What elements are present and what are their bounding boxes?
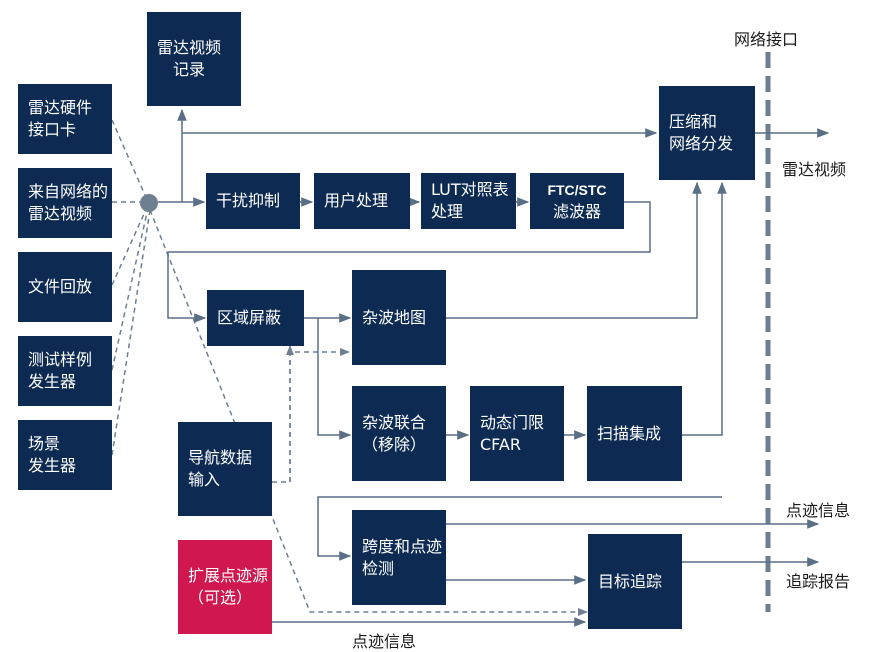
clutter-map-box: 杂波地图 <box>352 270 446 365</box>
user-processing-box: 用户处理 <box>314 173 410 229</box>
merge-node <box>140 194 158 212</box>
interference-suppression-box: 干扰抑制 <box>206 173 300 229</box>
compress-distribute-box: 压缩和 网络分发 <box>659 86 755 180</box>
network-radar-video-box: 来自网络的 雷达视频 <box>18 168 112 238</box>
radar-video-record-box: 雷达视频 记录 <box>147 12 241 106</box>
scene-generator-box: 场景 发生器 <box>18 420 112 490</box>
bottom-plot-info-label: 点迹信息 <box>352 632 417 651</box>
ftc-stc-filter-box: FTC/STC 滤波器 <box>530 173 624 229</box>
plot-info-output-label: 点迹信息 <box>786 501 851 520</box>
nav-data-input-box: 导航数据 输入 <box>178 422 272 516</box>
file-playback-box: 文件回放 <box>18 252 112 322</box>
clutter-removal-box: 杂波联合 （移除） <box>352 386 446 481</box>
span-plot-detection-box: 跨度和点迹 检测 <box>352 510 446 605</box>
network-interface-label: 网络接口 <box>734 30 799 49</box>
track-report-output-label: 追踪报告 <box>786 572 851 591</box>
radar-video-output-label: 雷达视频 <box>782 160 847 179</box>
target-tracking-box: 目标追踪 <box>588 534 682 629</box>
test-pattern-generator-box: 测试样例 发生器 <box>18 336 112 406</box>
cfar-box: 动态门限 CFAR <box>470 386 564 481</box>
scan-integration-box: 扫描集成 <box>587 386 682 481</box>
lut-processing-box: LUT对照表 处理 <box>421 173 516 229</box>
signal-lines <box>158 108 830 627</box>
extended-plot-source-box: 扩展点迹源 （可选） <box>178 540 272 634</box>
zone-masking-box: 区域屏蔽 <box>207 290 304 346</box>
radar-hardware-card-box: 雷达硬件 接口卡 <box>18 84 112 154</box>
